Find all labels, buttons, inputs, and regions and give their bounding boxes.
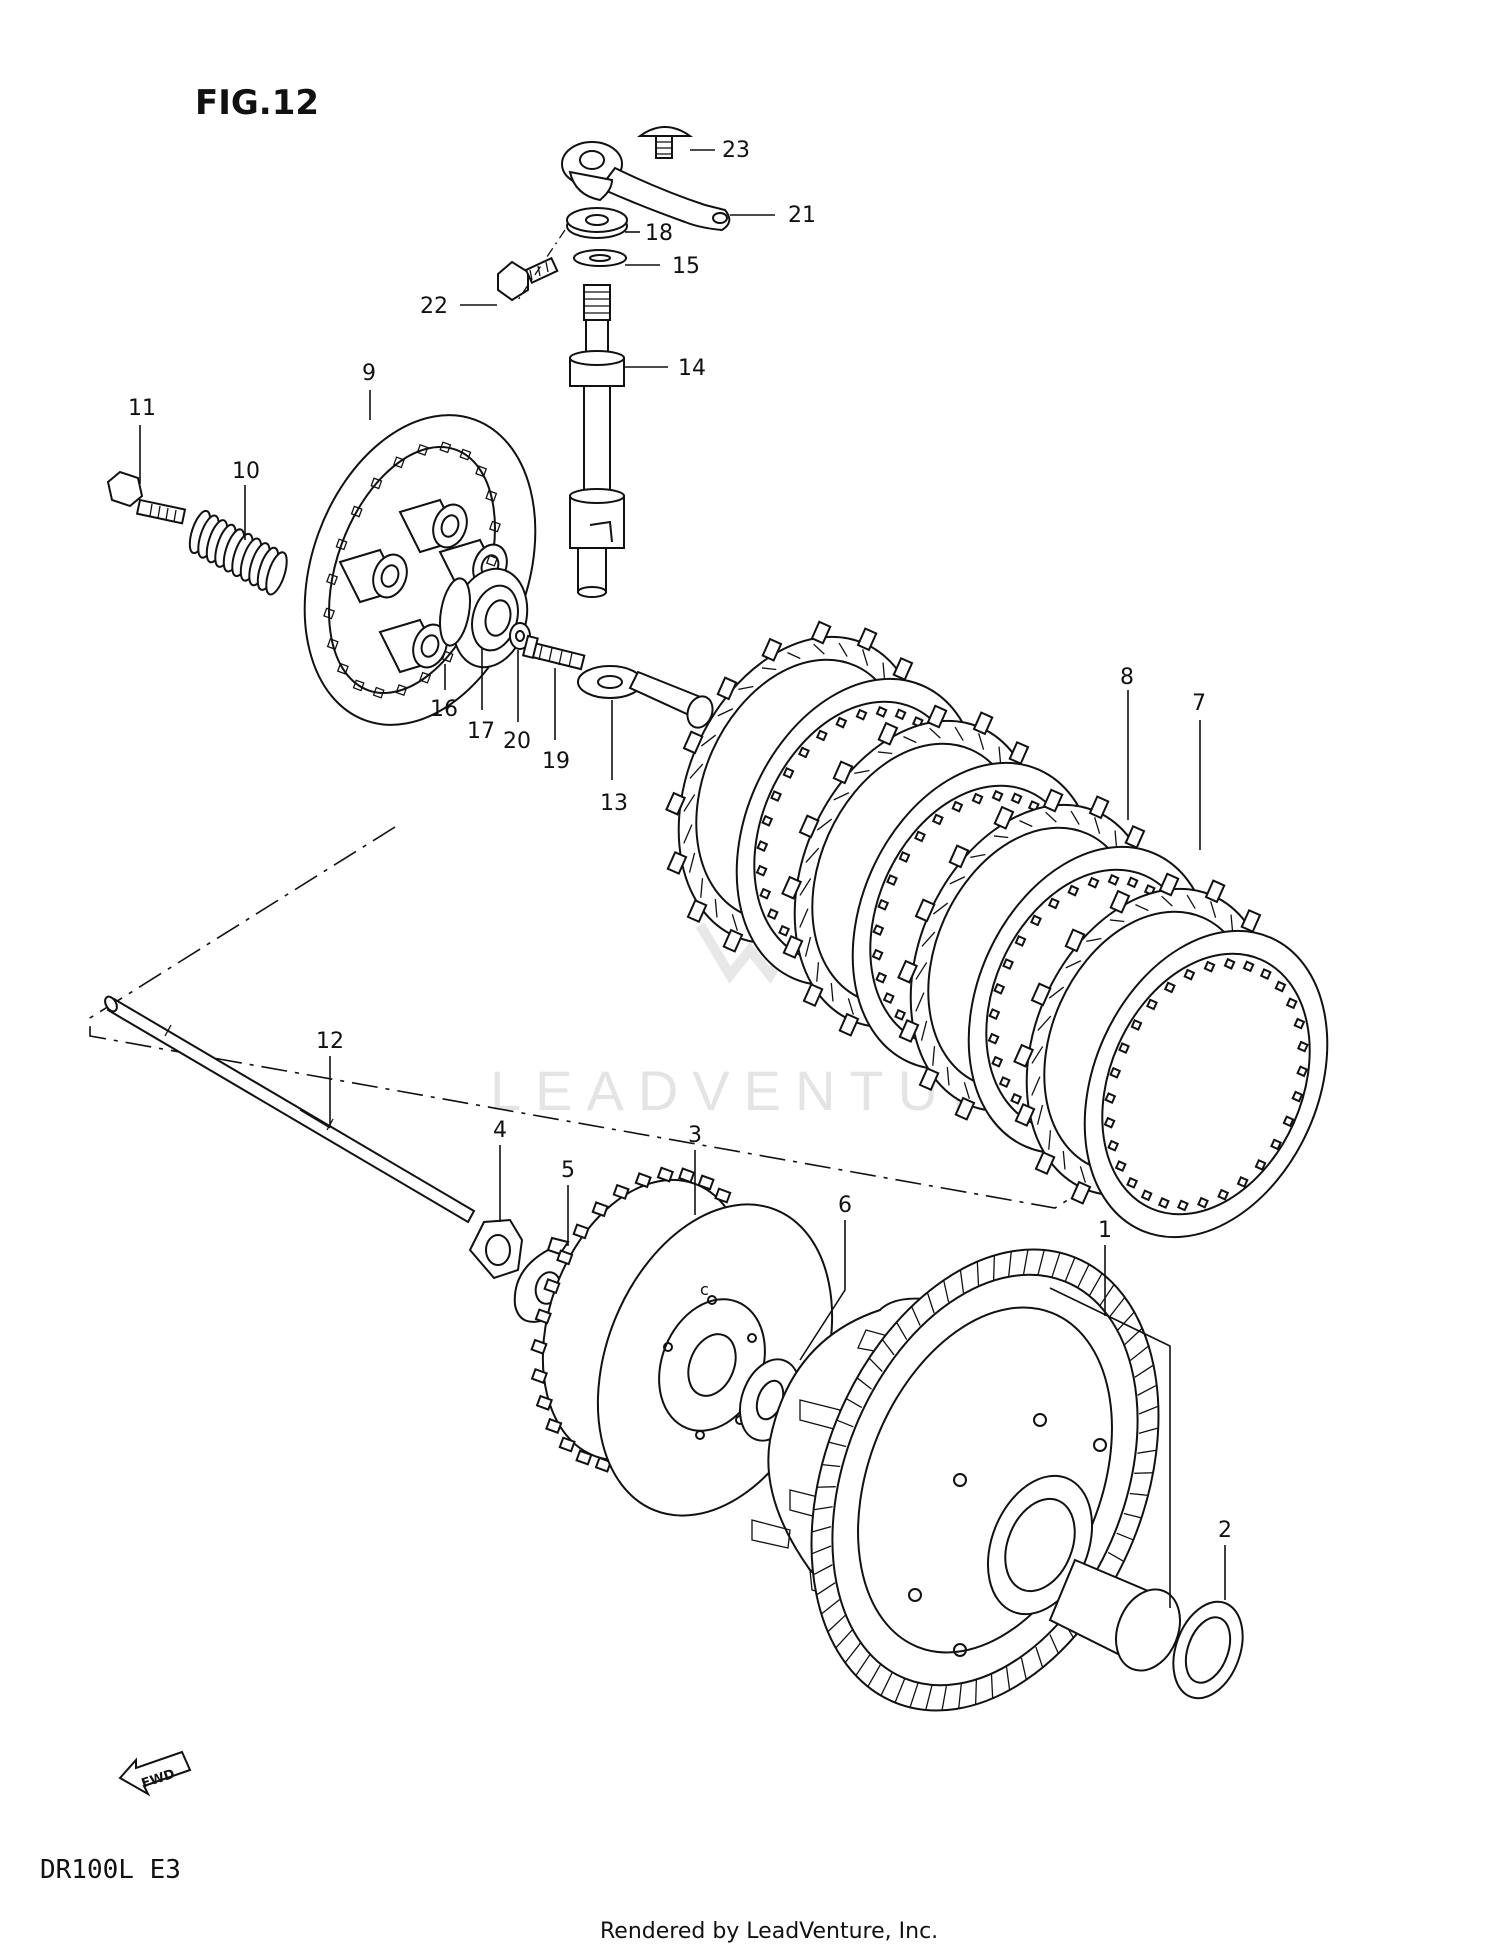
callout-10: 10 bbox=[232, 459, 260, 484]
callout-5: 5 bbox=[561, 1158, 575, 1183]
model-code: DR100L E3 bbox=[40, 1855, 181, 1885]
callout-2: 2 bbox=[1218, 1518, 1232, 1543]
clutch-plate-stack bbox=[665, 620, 1329, 1239]
part-14-release-shaft bbox=[569, 284, 625, 598]
callout-14: 14 bbox=[678, 356, 706, 381]
part-1-bracket bbox=[1049, 1287, 1171, 1608]
callout-4: 4 bbox=[493, 1118, 507, 1143]
part-1-clutch-housing bbox=[751, 1248, 1181, 1712]
callout-11: 11 bbox=[128, 396, 156, 421]
fwd-arrow-icon: FWD bbox=[118, 1750, 192, 1797]
callout-16: 16 bbox=[430, 697, 458, 722]
svg-text:c: c bbox=[700, 1280, 709, 1299]
callout-12: 12 bbox=[316, 1029, 344, 1054]
callout-15: 15 bbox=[672, 254, 700, 279]
part-22-bolt bbox=[497, 256, 559, 302]
part-16-washer bbox=[439, 577, 471, 647]
callout-9: 9 bbox=[362, 361, 376, 386]
callout-1: 1 bbox=[1098, 1218, 1112, 1243]
callout-19: 19 bbox=[542, 749, 570, 774]
callout-23: 23 bbox=[722, 138, 750, 163]
part-4-nut bbox=[468, 1218, 524, 1280]
callout-17: 17 bbox=[467, 719, 495, 744]
part-9-pressure-plate bbox=[303, 414, 537, 726]
part-10-spring bbox=[188, 509, 288, 596]
part-23-screw bbox=[636, 126, 694, 159]
part-20-nut bbox=[509, 622, 531, 650]
callout-8: 8 bbox=[1120, 665, 1134, 690]
callout-21: 21 bbox=[788, 203, 816, 228]
part-19-adjust-screw bbox=[521, 634, 586, 671]
part-11-bolt bbox=[106, 470, 187, 525]
leader-lines bbox=[139, 149, 1226, 1600]
callout-13: 13 bbox=[600, 791, 628, 816]
callout-20: 20 bbox=[503, 729, 531, 754]
callout-6: 6 bbox=[838, 1193, 852, 1218]
render-credit: Rendered by LeadVenture, Inc. bbox=[600, 1919, 938, 1944]
figure-title: FIG.12 bbox=[195, 83, 319, 123]
part-21-release-lever bbox=[561, 141, 731, 232]
part-15-washer bbox=[573, 249, 627, 267]
callout-3: 3 bbox=[688, 1123, 702, 1148]
callout-labels: 23 21 18 15 22 14 9 11 10 16 17 20 19 13… bbox=[128, 138, 1232, 1543]
callout-18: 18 bbox=[645, 221, 673, 246]
part-12-push-rod bbox=[104, 995, 476, 1224]
part-13-push-piece bbox=[577, 665, 714, 729]
part-18-oil-seal bbox=[566, 207, 628, 239]
part-2-thrust-washer bbox=[1172, 1600, 1244, 1700]
callout-22: 22 bbox=[420, 294, 448, 319]
callout-7: 7 bbox=[1192, 691, 1206, 716]
